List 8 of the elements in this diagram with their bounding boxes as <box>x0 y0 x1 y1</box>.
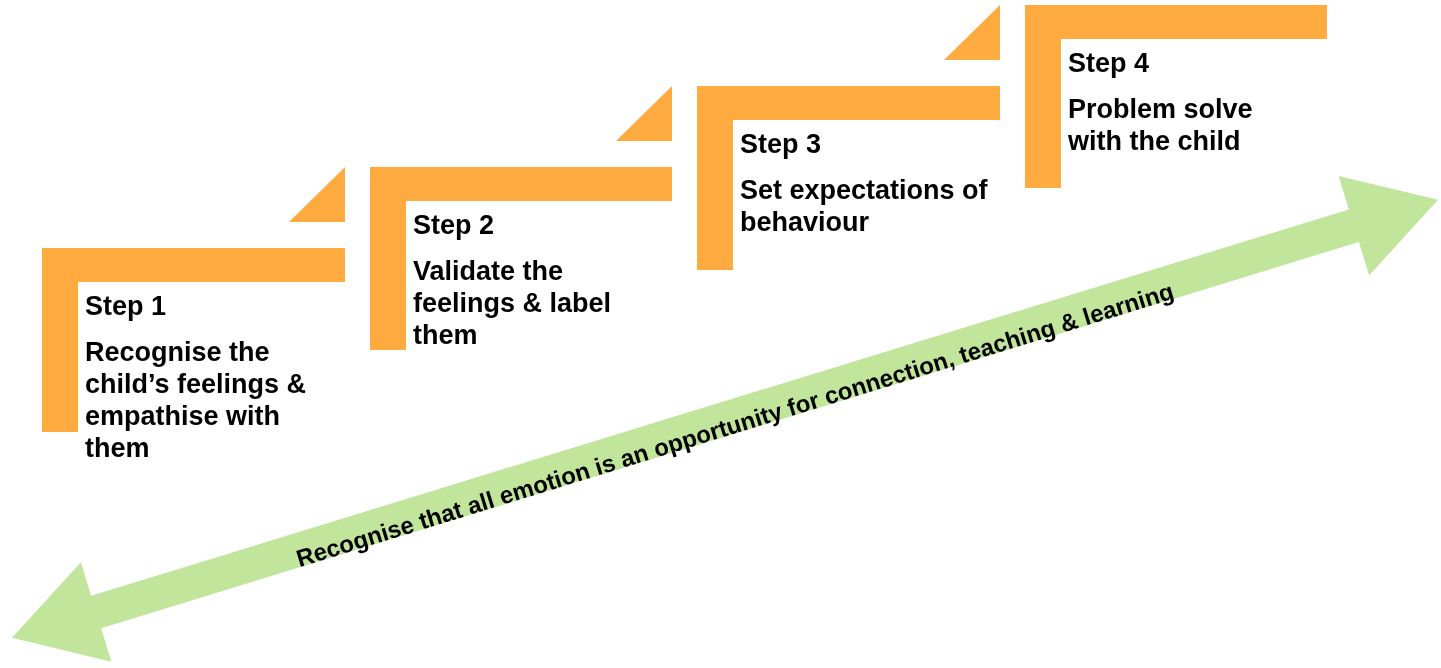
step-text: Set expectations of behaviour <box>740 174 989 238</box>
step-heading: Step 4 <box>1068 47 1150 79</box>
step-text: Validate the feelings & label them <box>413 255 613 351</box>
step-heading: Step 1 <box>85 290 167 322</box>
step-heading: Step 3 <box>740 128 822 160</box>
step-text: Recognise the child’s feelings & empathise with them <box>85 336 308 464</box>
step-text: Problem solve with the child <box>1068 93 1254 157</box>
step-heading: Step 2 <box>413 209 495 241</box>
